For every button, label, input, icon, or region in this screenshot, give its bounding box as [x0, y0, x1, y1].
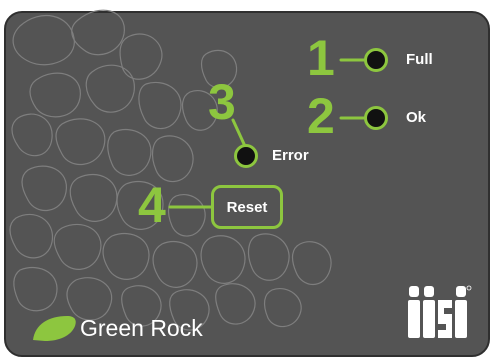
- callout-number-2: 2: [307, 88, 335, 144]
- error-led-icon: [234, 144, 258, 168]
- ok-label: Ok: [406, 109, 427, 126]
- company-name: Green Rock: [80, 315, 203, 341]
- iisi-logo-icon: [408, 285, 472, 338]
- full-label: Full: [406, 51, 433, 68]
- ok-led-icon: [364, 106, 388, 130]
- green-leaf-icon: [33, 316, 76, 341]
- error-label: Error: [272, 147, 309, 164]
- callout-number-1: 1: [307, 30, 335, 86]
- reset-button[interactable]: Reset: [211, 185, 283, 229]
- device-panel: [4, 11, 490, 357]
- full-led-icon: [364, 48, 388, 72]
- callout-number-4: 4: [138, 177, 166, 233]
- callout-number-3: 3: [208, 74, 236, 130]
